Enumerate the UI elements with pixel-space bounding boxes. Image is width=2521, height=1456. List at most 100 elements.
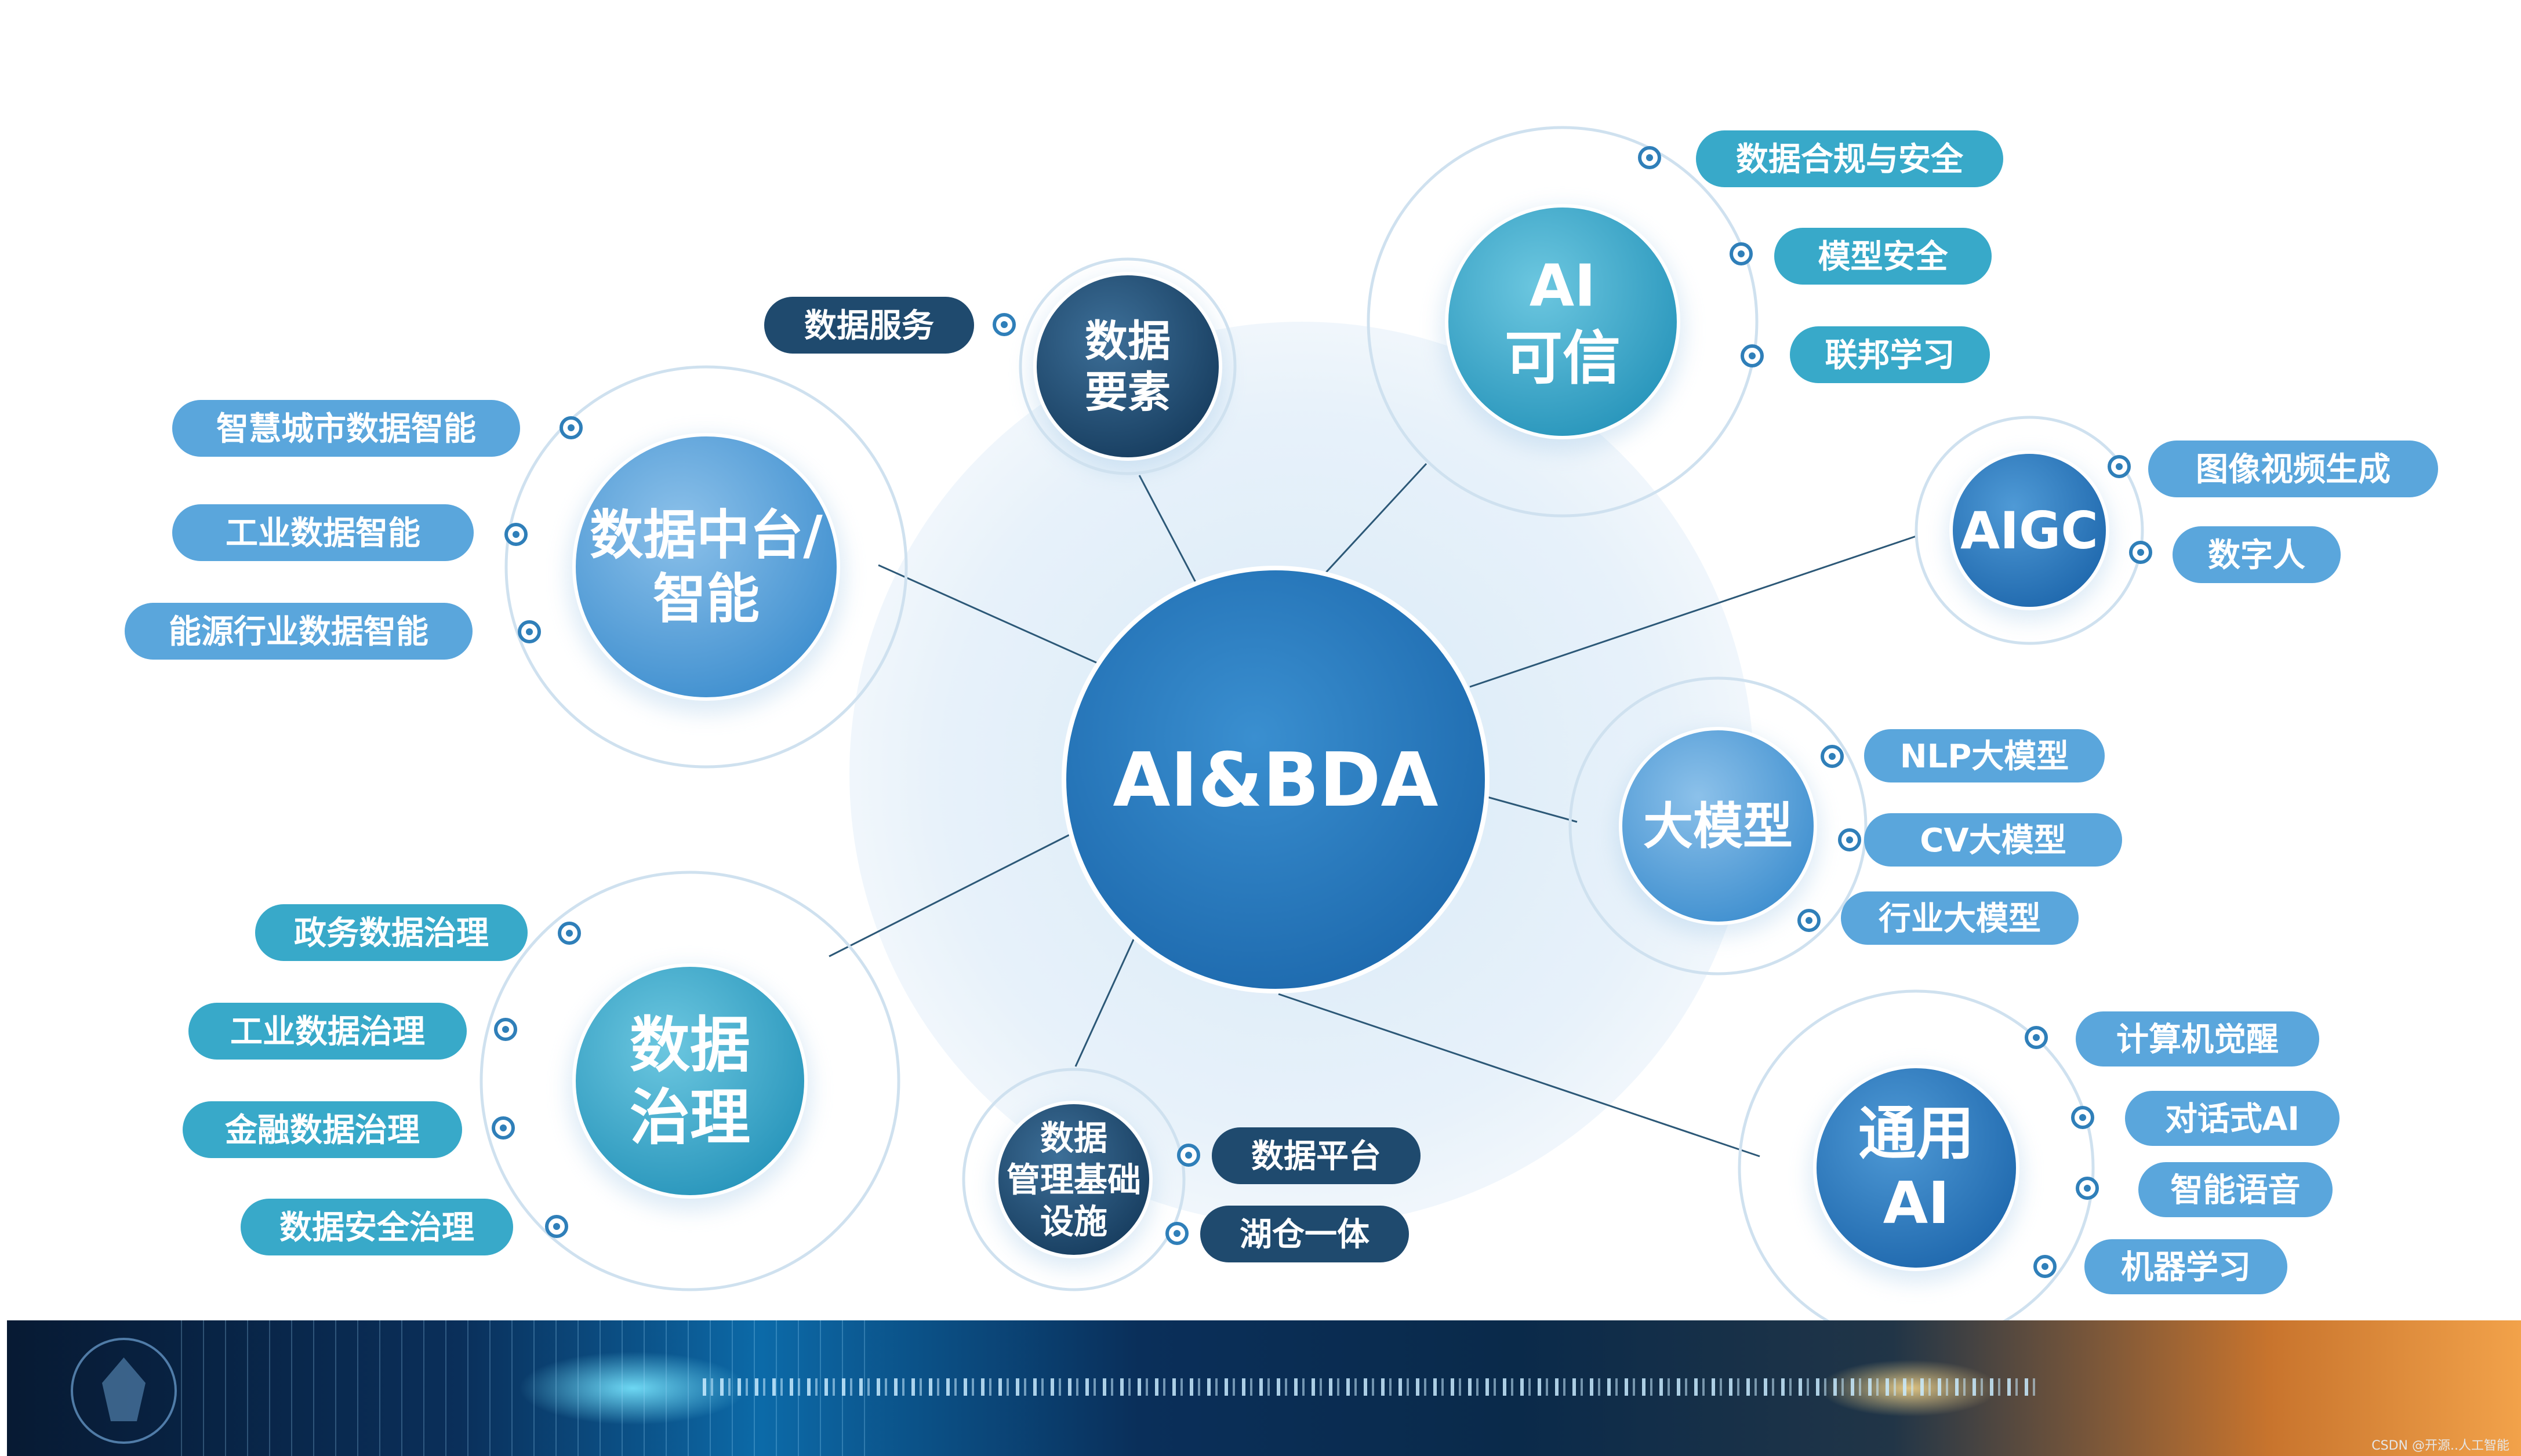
pill-label: 数据服务 [804,307,934,345]
pill-label: 湖仓一体 [1240,1216,1370,1254]
data-governance-item-1[interactable]: 政务数据治理 [255,904,528,961]
data-platform-node-label: 数据中台/智能 [590,504,823,630]
pill-label: 机器学习 [2121,1249,2251,1287]
data-elements-connector [1138,475,1198,586]
watermark: CSDN @开源..人工智能 [2371,1439,2509,1453]
aigc-ring [1915,416,2144,645]
pill-background [2148,441,2438,497]
llm-ring [1568,676,1868,975]
ring-dot-core [566,930,573,937]
pill-label: 数据合规与安全 [1736,141,1964,179]
ai-trust-connector [1321,463,1427,578]
ring-dot-core [2116,463,2123,470]
aigc-node-label: AIGC [1960,501,2098,560]
pill-background [1864,813,2122,867]
data-infra-item-1[interactable]: 数据平台 [1212,1127,1421,1184]
data-infra-node-label: 数据管理基础设施 [1007,1118,1141,1241]
data-elements-node-label: 数据要素 [1085,316,1171,417]
ring-dot-core [500,1124,507,1131]
pill-background [1696,130,2003,187]
pill-label: 工业数据智能 [226,515,420,552]
pill-background [2076,1011,2319,1066]
aigc-item-2[interactable]: 数字人 [2173,526,2341,583]
llm-node[interactable]: 大模型 [1619,727,1817,925]
ai-trust-item-1[interactable]: 数据合规与安全 [1696,130,2003,187]
pill-background [1841,891,2079,945]
data-platform-ring [504,365,908,769]
pill-background [2173,526,2341,583]
pill-label: 联邦学习 [1825,337,1955,374]
data-governance-ring [480,871,900,1291]
ring-dot-core [1001,321,1008,328]
data-governance-connector [829,833,1070,958]
data-governance-item-2[interactable]: 工业数据治理 [188,1003,467,1060]
ring-dot-core [1738,250,1745,257]
pill-label: 数据安全治理 [279,1209,474,1247]
pill-background [1200,1206,1409,1262]
center-node[interactable]: AI&BDA [1062,566,1490,993]
pill-label: 行业大模型 [1879,900,2041,938]
general-ai-item-4[interactable]: 机器学习 [2084,1239,2287,1294]
llm-node-label: 大模型 [1643,798,1793,856]
aigc-node[interactable]: AIGC [1949,450,2109,610]
data-governance-item-4[interactable]: 数据安全治理 [241,1199,513,1255]
data-governance-node-label: 数据治理 [630,1010,750,1153]
data-platform-item-1[interactable]: 智慧城市数据智能 [172,400,520,457]
data-elements-node[interactable]: 数据要素 [1033,272,1222,461]
data-infra-node[interactable]: 数据管理基础设施 [995,1101,1153,1258]
ring-dot-core [1846,836,1853,843]
general-ai-item-2[interactable]: 对话式AI [2125,1091,2340,1146]
data-infra-item-2[interactable]: 湖仓一体 [1200,1206,1409,1262]
pill-label: 智能语音 [2171,1172,2301,1210]
ring-dot-core [1646,154,1653,161]
ring-dot-core [568,424,575,431]
ring-dot-core [2079,1114,2086,1121]
center-node-circle [1062,566,1490,993]
llm-connector [1487,796,1578,823]
data-platform-node[interactable]: 数据中台/智能 [572,433,840,701]
ai-trust-item-2[interactable]: 模型安全 [1774,228,1992,285]
pill-background [172,400,520,457]
data-governance-item-3[interactable]: 金融数据治理 [183,1101,462,1158]
pill-background [2138,1162,2333,1217]
pill-background [172,504,474,561]
llm-item-1[interactable]: NLP大模型 [1864,729,2105,782]
data-platform-item-3[interactable]: 能源行业数据智能 [125,603,473,660]
ai-trust-item-3[interactable]: 联邦学习 [1790,326,1990,383]
pill-background [1212,1127,1421,1184]
general-ai-item-1[interactable]: 计算机觉醒 [2076,1011,2319,1066]
ring-dot-core [1749,352,1756,359]
pill-background [1790,326,1990,383]
pill-background [241,1199,513,1255]
aigc-item-1[interactable]: 图像视频生成 [2148,441,2438,497]
llm-item-3[interactable]: 行业大模型 [1841,891,2079,945]
general-ai-connector [1278,993,1760,1157]
ring-dot-core [2137,549,2144,556]
pill-label: 金融数据治理 [224,1112,420,1149]
pill-background [764,297,974,354]
pill-background [1864,729,2105,782]
general-ai-node-circle [1813,1065,2019,1271]
ring-dot-core [526,628,533,635]
ring-dot-core [2033,1034,2040,1041]
pill-label: 对话式AI [2165,1101,2300,1138]
data-platform-node-circle [572,433,840,701]
center-node-label: AI&BDA [1113,737,1438,824]
pill-label: 工业数据治理 [230,1013,425,1051]
data-platform-item-2[interactable]: 工业数据智能 [172,504,474,561]
ring-dot-core [1806,917,1812,924]
ring-dot-core [1174,1230,1180,1237]
llm-item-2[interactable]: CV大模型 [1864,813,2122,867]
data-elements-node-circle [1033,272,1222,461]
data-elements-item-1[interactable]: 数据服务 [764,297,974,354]
ring-dot-core [1829,753,1836,760]
ring-dot-core [2084,1185,2091,1192]
data-infra-node-circle [995,1101,1153,1258]
footer-banner [7,1320,2521,1456]
general-ai-item-3[interactable]: 智能语音 [2138,1162,2333,1217]
data-governance-node[interactable]: 数据治理 [572,963,808,1199]
